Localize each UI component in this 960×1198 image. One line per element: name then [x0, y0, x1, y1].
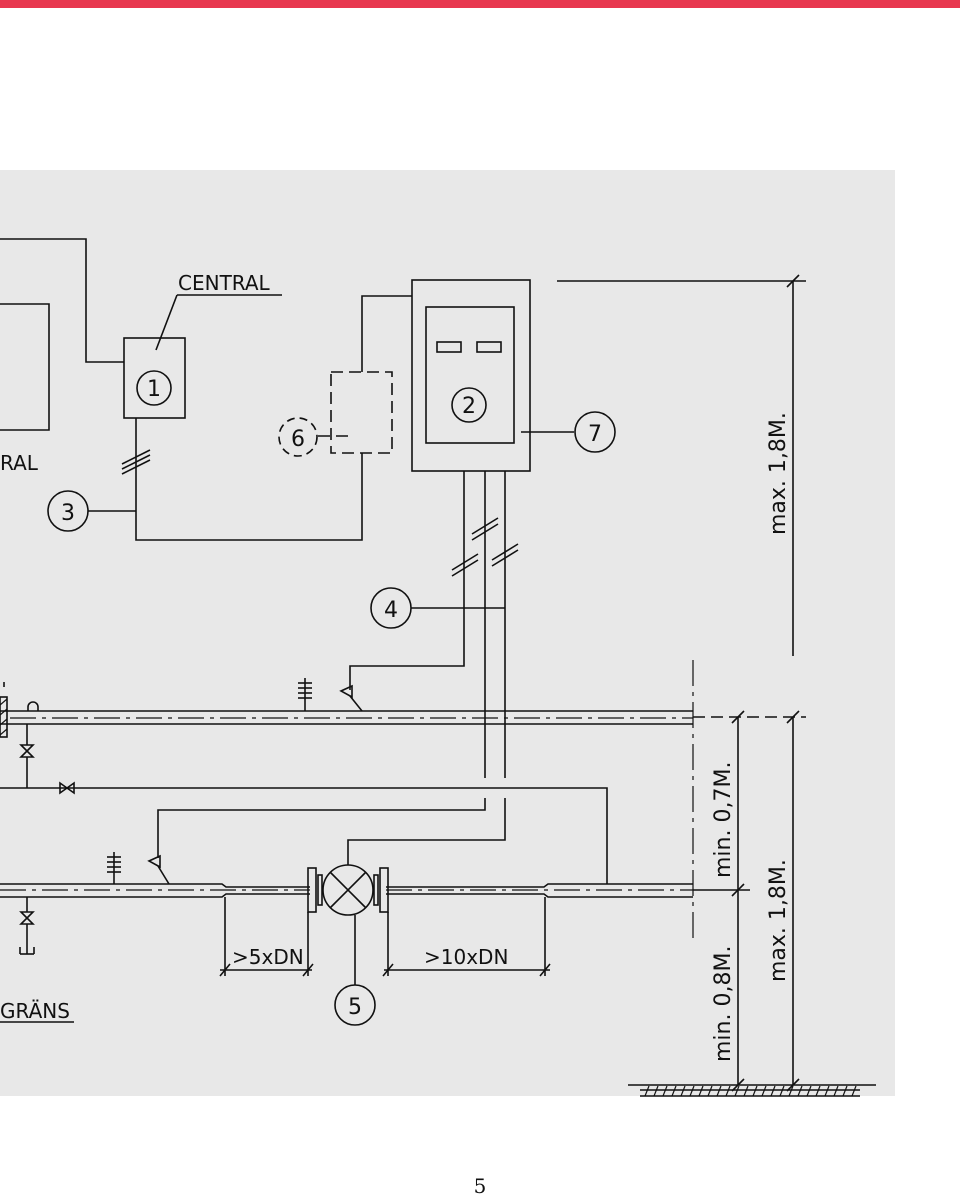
flow-meter-5: [307, 798, 506, 1026]
hatch-stroke: [842, 1085, 848, 1097]
upper-temperature-sensor: [298, 678, 363, 712]
dim-5xdn-label: >5xDN: [232, 945, 304, 969]
hatch-stroke: [653, 1085, 659, 1097]
hatch-stroke: [770, 1085, 776, 1097]
lower-pipe: [0, 883, 693, 898]
min-08-label: min. 0,8M.: [711, 946, 736, 1062]
marker-1: 1: [147, 377, 161, 402]
central-top-label: CENTRAL: [178, 271, 271, 295]
hatch-stroke: [698, 1085, 704, 1097]
hatch-stroke: [824, 1085, 830, 1097]
dim-10xdn-label: >10xDN: [424, 945, 508, 969]
hatch-stroke: [725, 1085, 731, 1097]
left-central-unit: [0, 238, 124, 431]
page-number: 5: [473, 1174, 487, 1198]
marker-3: 3: [61, 501, 75, 526]
central-box-1: [123, 294, 282, 419]
grans-label: GRÄNS: [0, 999, 70, 1023]
meter-unit-2: [411, 279, 616, 472]
marker-5: 5: [348, 995, 362, 1020]
hatch-stroke: [743, 1085, 749, 1097]
hatch-stroke: [716, 1085, 722, 1097]
bypass-line: [0, 781, 608, 884]
ground-hatch-marks: [644, 1085, 857, 1097]
hatch-stroke: [788, 1085, 794, 1097]
hatch-stroke: [734, 1085, 740, 1097]
ground-hatch: [628, 1084, 876, 1097]
top-accent-bar: [0, 0, 960, 8]
hatch-stroke: [644, 1085, 650, 1097]
cable-3: [47, 418, 363, 541]
lower-temperature-sensor: [107, 798, 486, 885]
dimension-lines-right: [557, 274, 806, 1092]
cables-4: [349, 471, 519, 778]
left-valve-upper: [19, 724, 35, 788]
hatch-stroke: [797, 1085, 803, 1097]
dim-5xdn: [219, 897, 314, 977]
marker-7: 7: [588, 422, 602, 447]
central-left-label: RAL: [0, 451, 39, 475]
hatch-stroke: [662, 1085, 668, 1097]
marker-4: 4: [384, 598, 398, 623]
hatch-stroke: [815, 1085, 821, 1097]
upper-pipe: [0, 682, 693, 738]
hatch-stroke: [806, 1085, 812, 1097]
hatch-stroke: [707, 1085, 713, 1097]
hatch-stroke: [779, 1085, 785, 1097]
hatch-stroke: [851, 1085, 857, 1097]
marker-2: 2: [462, 394, 476, 419]
left-valve-lower: [19, 897, 35, 955]
diagram-panel: [0, 170, 895, 1096]
dashed-box-6: [278, 295, 412, 457]
min-07-label: min. 0,7M.: [711, 762, 736, 878]
hatch-stroke: [689, 1085, 695, 1097]
marker-6: 6: [291, 427, 305, 452]
dim-10xdn: [382, 897, 551, 977]
max-top-label: max. 1,8M.: [766, 412, 791, 535]
max-bottom-label: max. 1,8M.: [766, 859, 791, 982]
hatch-stroke: [833, 1085, 839, 1097]
hatch-stroke: [752, 1085, 758, 1097]
hatch-stroke: [680, 1085, 686, 1097]
hatch-stroke: [761, 1085, 767, 1097]
hatch-stroke: [671, 1085, 677, 1097]
